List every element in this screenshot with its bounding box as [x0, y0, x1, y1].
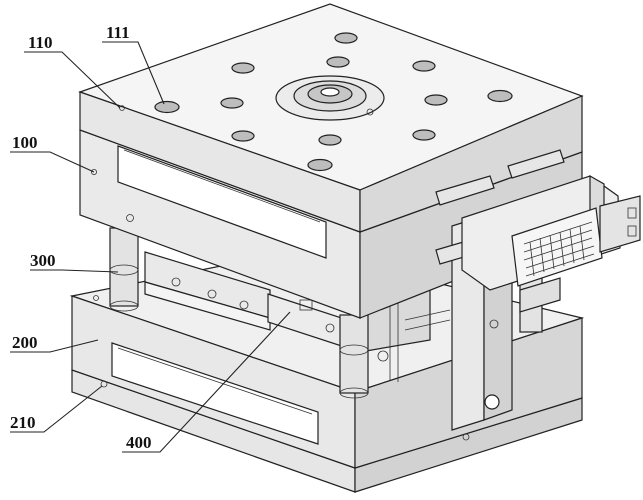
- bolt-hole-icon: [424, 94, 448, 106]
- leader-200: [10, 339, 99, 353]
- bolt-hole-icon: [220, 97, 244, 109]
- bolt-hole-icon: [487, 89, 513, 103]
- bolt-hole-icon: [307, 158, 333, 172]
- bolt-hole-icon: [231, 62, 255, 74]
- bolt-hole-icon: [231, 130, 255, 142]
- connector-pins: [523, 221, 595, 277]
- screw-hole-icon: [100, 380, 108, 388]
- label-111: 111: [106, 23, 130, 42]
- leader-100: [10, 151, 95, 173]
- label-110: 110: [28, 33, 53, 52]
- bolt-holes: [154, 32, 513, 172]
- screw-hole-icon: [462, 433, 470, 441]
- leader-300: [30, 269, 119, 273]
- label-210: 210: [10, 413, 36, 432]
- label-400: 400: [126, 433, 152, 452]
- bolt-hole-icon: [412, 129, 436, 141]
- screw-hole-icon: [126, 214, 134, 222]
- bracket-hole-icon: [489, 319, 499, 329]
- top-clamp-plate: [78, 3, 584, 233]
- inner-mechanism: [109, 227, 543, 399]
- screw-hole-icon: [93, 295, 99, 301]
- connector-assembly: [435, 149, 641, 431]
- screw-hole-icon: [91, 168, 98, 175]
- locating-ring: [275, 75, 385, 121]
- part-labels: 110 111 100 300 200 210 400: [10, 23, 152, 452]
- bolt-hole-icon: [154, 100, 180, 114]
- label-100: 100: [12, 133, 38, 152]
- leader-111: [102, 41, 165, 105]
- leader-210: [10, 385, 103, 433]
- bolt-hole-icon: [318, 134, 342, 146]
- leader-400: [122, 311, 291, 453]
- leader-lines: [10, 41, 291, 453]
- bracket-hole-icon: [484, 394, 500, 410]
- label-200: 200: [12, 333, 38, 352]
- bolt-hole-icon: [334, 32, 358, 44]
- label-300: 300: [30, 251, 56, 270]
- bolt-hole-icon: [412, 60, 436, 72]
- leader-110: [24, 51, 121, 109]
- bolt-hole-icon: [326, 56, 350, 68]
